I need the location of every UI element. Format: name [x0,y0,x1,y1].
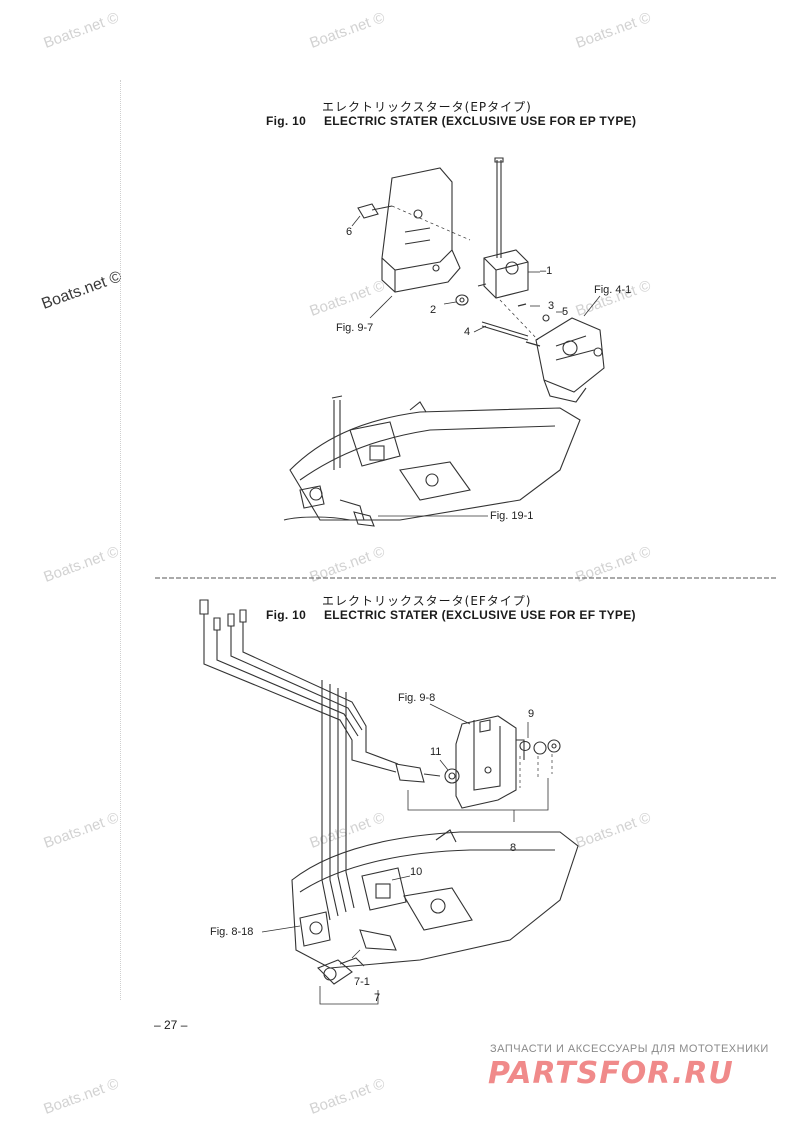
callout-11: 11 [430,746,442,758]
bottom-title-jp: エレクトリックスタータ(EFタイプ) [322,594,532,608]
ref-fig-8-18: Fig. 8-18 [210,926,254,938]
callout-5: 5 [562,306,569,318]
top-fig-label: Fig. 10 [266,114,307,128]
scan-margin-line [120,80,121,1000]
ref-fig-4-1: Fig. 4-1 [594,284,632,296]
callout-4: 4 [464,326,471,338]
ref-fig-9-8: Fig. 9-8 [398,692,436,704]
callout-10: 10 [410,866,423,878]
callout-3: 3 [548,300,555,312]
callout-7: 7 [374,992,381,1004]
callout-6: 6 [346,226,353,238]
page-number: – 27 – [154,1018,188,1032]
footer-logo: PARTSFOR.RU [488,1056,734,1091]
callout-9: 9 [528,708,535,720]
callout-8: 8 [510,842,517,854]
top-title-en: ELECTRIC STATER (EXCLUSIVE USE FOR EP TY… [324,114,637,128]
top-exploded-diagram [155,157,778,579]
callout-7-1: 7-1 [354,976,370,988]
ref-fig-19-1: Fig. 19-1 [490,510,534,522]
top-title-jp: エレクトリックスタータ(EPタイプ) [322,100,532,114]
callout-1: –1 [540,265,553,277]
footer-tagline: ЗАПЧАСТИ И АКСЕССУАРЫ ДЛЯ МОТОТЕХНИКИ [490,1043,769,1055]
bottom-fig-label: Fig. 10 [266,608,307,622]
ref-fig-9-7: Fig. 9-7 [336,322,374,334]
callout-2: 2 [430,304,437,316]
bottom-title-en: ELECTRIC STATER (EXCLUSIVE USE FOR EF TY… [324,608,636,622]
